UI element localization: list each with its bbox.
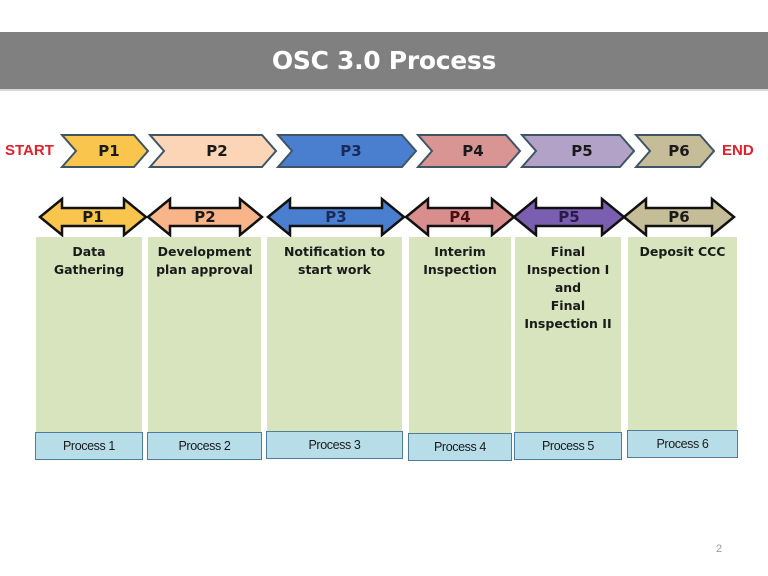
stage-description-line: and — [554, 280, 582, 295]
stage-description-line: Final — [550, 298, 586, 313]
timeline-chevron-p1: P1 — [59, 134, 150, 168]
timeline-chevron-p5: P5 — [519, 134, 636, 168]
stage-column-p3: Notification to start work — [267, 237, 402, 433]
timeline-chevron-p2: P2 — [147, 134, 278, 168]
chevron-shape — [147, 134, 278, 168]
process-box-4: Process 4 — [408, 433, 512, 461]
timeline-chevron-p4: P4 — [415, 134, 522, 168]
chevron-shape — [519, 134, 636, 168]
stage-arrow-p2: P2 — [146, 196, 264, 238]
stage-description-line: Data — [72, 244, 106, 259]
stage-arrow-p5: P5 — [512, 196, 626, 238]
stage-description-line: Development — [157, 244, 252, 259]
slide-title: OSC 3.0 Process — [271, 46, 497, 75]
stage-arrow-label: P3 — [325, 208, 346, 226]
stage-double-arrows: P1 P2 P3 P4 P5 P6 — [38, 196, 736, 238]
stage-arrow-p4: P4 — [404, 196, 516, 238]
process-box-5: Process 5 — [514, 432, 622, 460]
stage-description-line: Interim — [434, 244, 486, 259]
chevron-label: P1 — [98, 142, 119, 160]
process-box-3: Process 3 — [266, 431, 403, 459]
process-box-6: Process 6 — [627, 430, 738, 458]
chevron-shape — [275, 134, 418, 168]
chevron-shape — [415, 134, 522, 168]
page-number: 2 — [716, 543, 723, 555]
double-arrow-shape — [622, 196, 736, 238]
double-arrow-shape — [38, 196, 148, 238]
stage-description-line: Deposit CCC — [639, 244, 726, 259]
stage-description-line: plan approval — [156, 262, 253, 277]
stage-arrow-label: P4 — [449, 208, 470, 226]
stage-description-line: start work — [298, 262, 371, 277]
process-box-1: Process 1 — [35, 432, 143, 460]
timeline-chevron-p3: P3 — [275, 134, 418, 168]
stage-description-line: Gathering — [53, 262, 125, 277]
stage-arrow-label: P5 — [558, 208, 579, 226]
stage-arrow-p3: P3 — [266, 196, 406, 238]
timeline-chevron-p6: P6 — [633, 134, 716, 168]
double-arrow-shape — [146, 196, 264, 238]
title-bar: OSC 3.0 Process — [0, 32, 768, 91]
stage-arrow-p6: P6 — [622, 196, 736, 238]
chevron-label: P2 — [206, 142, 227, 160]
stage-description-line: Inspection II — [524, 316, 612, 331]
stage-arrow-label: P6 — [668, 208, 689, 226]
end-label: END — [722, 142, 754, 159]
start-label: START — [5, 142, 54, 159]
stage-description-line: Notification to — [283, 244, 386, 259]
double-arrow-shape — [266, 196, 406, 238]
stage-arrow-label: P1 — [82, 208, 103, 226]
stage-arrow-label: P2 — [194, 208, 215, 226]
chevron-shape — [59, 134, 150, 168]
stage-description-line: Inspection I — [526, 262, 610, 277]
stage-column-p6: Deposit CCC — [628, 237, 737, 433]
chevron-label: P3 — [340, 142, 361, 160]
chevron-label: P5 — [571, 142, 592, 160]
stage-description-line: Inspection — [423, 262, 497, 277]
timeline-chevrons: P1 P2 P3 P4 P5 P6 — [59, 134, 716, 168]
chevron-shape — [633, 134, 716, 168]
stage-description-line: Final — [550, 244, 586, 259]
stage-column-p2: Development plan approval — [148, 237, 261, 433]
stage-arrow-p1: P1 — [38, 196, 148, 238]
process-box-2: Process 2 — [147, 432, 262, 460]
chevron-label: P4 — [462, 142, 483, 160]
chevron-label: P6 — [668, 142, 689, 160]
